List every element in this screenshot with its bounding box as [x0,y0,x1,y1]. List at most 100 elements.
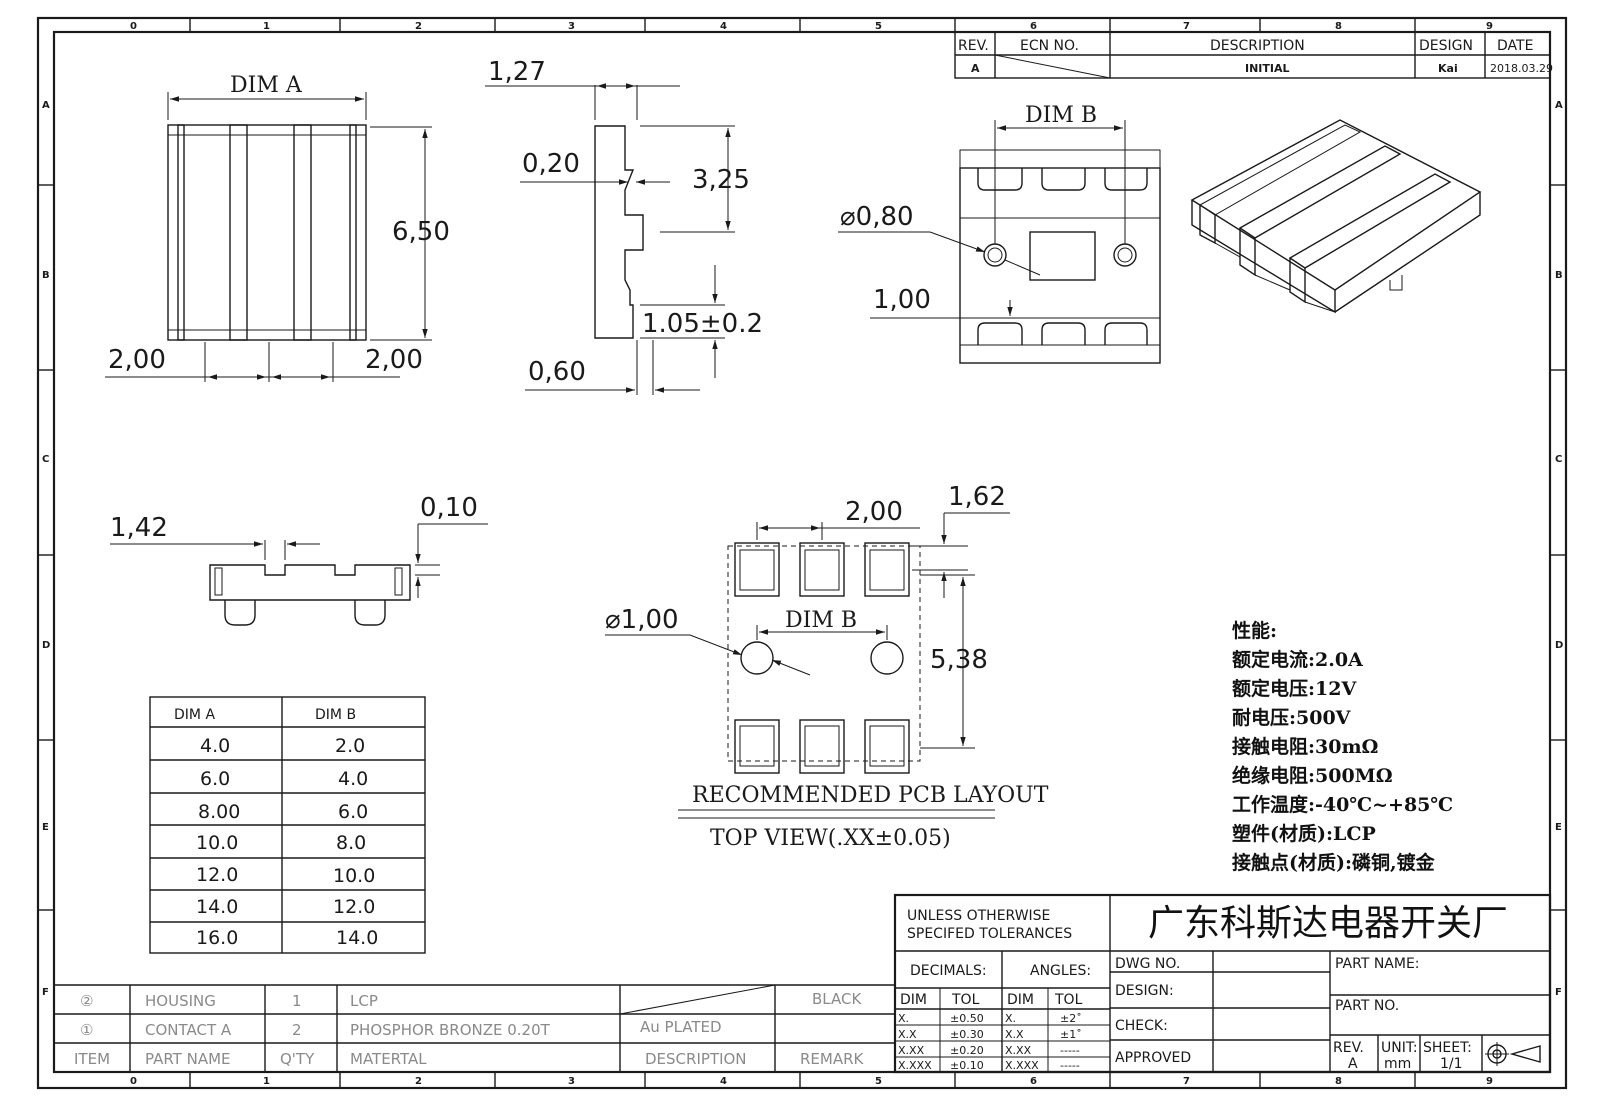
zone-col-2: 2 [415,21,422,32]
bom-qty-1: 2 [292,1021,302,1039]
bom-material-2: LCP [350,992,378,1010]
bom-part-2: HOUSING [145,992,216,1010]
dwg-no-label: DWG NO. [1115,956,1180,972]
dim-dia-0-80: ⌀0,80 [840,202,914,232]
date-header: DATE [1497,38,1533,54]
dim-0-60: 0,60 [528,357,586,387]
bottom-view: DIM B ⌀0,80 1,00 [838,103,1161,364]
dim-1-42: 1,42 [110,513,168,543]
zone-col-0: 0 [130,21,137,32]
tolerance-note-2: SPECIFED TOLERANCES [907,926,1072,942]
angles-dim-header: DIM [1007,992,1034,1008]
spec-line-8: 接触点(材质):磷铜,镀金 [1232,851,1436,874]
dim-table-row-5-a: 12.0 [196,864,238,886]
design-header: DESIGN [1419,38,1473,54]
zone-row-e-right: E [1555,822,1562,833]
bom-part-1: CONTACT A [145,1021,232,1039]
dec-row-2-tol: ±0.30 [950,1028,984,1041]
bom-header-part: PART NAME [145,1050,231,1068]
tolerance-note-1: UNLESS OTHERWISE [907,908,1050,924]
dim-a-label: DIM A [230,73,303,98]
isometric-view [1190,119,1482,314]
dec-row-3-dim: X.XX [898,1044,925,1057]
zone-col-5-bottom: 5 [875,1076,882,1087]
ang-row-3-tol: ----- [1060,1044,1080,1057]
dim-1-00: 1,00 [873,285,931,315]
dim-5-38: 5,38 [930,645,988,675]
specs-block: 性能: 额定电流:2.0A 额定电压:12V 耐电压:500V 接触电阻:30m… [1232,619,1453,874]
dec-row-4-dim: X.XXX [898,1059,932,1072]
dim-table-row-6-a: 14.0 [196,896,238,918]
bom-header-qty: Q'TY [280,1050,315,1068]
dim-2-00-right: 2,00 [365,345,423,375]
description-header: DESCRIPTION [1210,38,1305,54]
zone-col-6-bottom: 6 [1030,1076,1037,1087]
rev-value-tb: A [1348,1056,1358,1072]
part-name-label: PART NAME: [1335,956,1420,972]
bom-material-1: PHOSPHOR BRONZE 0.20T [350,1021,551,1039]
dim-table-header-b: DIM B [315,707,356,723]
bom-header-description: DESCRIPTION [645,1050,747,1068]
zone-col-8: 8 [1335,21,1342,32]
spec-line-3: 耐电压:500V [1232,706,1352,729]
dim-1-62: 1,62 [948,482,1006,512]
dim-table-row-2-a: 6.0 [200,768,230,790]
description-value: INITIAL [1245,62,1290,75]
dim-table-row-3-a: 8.00 [198,801,240,823]
dec-row-2-dim: X.X [898,1028,917,1041]
dim-table-row-7-b: 14.0 [336,927,378,949]
zone-row-a: A [42,100,50,111]
zone-row-c-right: C [1555,454,1562,465]
ang-row-1-tol: ±2˚ [1060,1012,1082,1025]
dim-b-pcb-label: DIM B [785,608,857,633]
angles-tol-header: TOL [1054,992,1083,1008]
dim-0-10: 0,10 [420,493,478,523]
unit-value: mm [1384,1056,1411,1072]
side-view: 1,27 0,20 3,25 1.05±0.2 0,60 [485,57,763,395]
zone-row-e: E [42,822,49,833]
zone-row-f: F [42,987,49,998]
dim-6-50: 6,50 [392,217,450,247]
dim-0-20: 0,20 [522,149,580,179]
zone-col-4: 4 [720,21,727,32]
zone-row-c: C [42,454,49,465]
revision-block: REV. ECN NO. DESCRIPTION DESIGN DATE A I… [954,31,1553,79]
pcb-layout: 2,00 1,62 5,38 DIM B ⌀1,00 RECOMMENDED P… [605,482,1049,851]
dec-row-1-dim: X. [898,1012,909,1025]
ang-row-2-dim: X.X [1005,1028,1024,1041]
bom-header-remark: REMARK [800,1050,865,1068]
zone-col-1-bottom: 1 [263,1076,270,1087]
zone-col-6: 6 [1030,21,1037,32]
specs-title: 性能: [1232,619,1277,642]
spec-line-5: 绝缘电阻:500MΩ [1232,764,1393,787]
bom-header-item: ITEM [74,1050,110,1068]
projection-symbol-icon [1485,1042,1541,1066]
zone-row-b-right: B [1555,270,1563,281]
dim-b-label: DIM B [1025,103,1097,128]
check-label: CHECK: [1115,1018,1168,1034]
zone-col-1: 1 [263,21,270,32]
bom-qty-2: 1 [292,992,302,1010]
rev-label: REV. [1333,1040,1364,1056]
dim-table-row-3-b: 6.0 [338,801,368,823]
title-block: UNLESS OTHERWISE SPECIFED TOLERANCES 广东科… [893,893,1552,1074]
dim-table-row-1-a: 4.0 [200,735,230,757]
front-view: DIM A 6,50 2,00 2,00 [105,73,450,382]
bom-item-1: ① [80,1021,93,1039]
zone-col-5: 5 [875,21,882,32]
ang-row-3-dim: X.XX [1005,1044,1032,1057]
dim-1-27: 1,27 [488,57,546,87]
sheet-label: SHEET: [1423,1040,1472,1056]
ecn-header: ECN NO. [1020,38,1079,54]
spec-line-4: 接触电阻:30mΩ [1232,735,1379,758]
decimals-tol-header: TOL [951,992,980,1008]
dim-table-row-1-b: 2.0 [335,735,365,757]
angles-label: ANGLES: [1030,963,1091,979]
approved-label: APPROVED [1115,1050,1191,1066]
pcb-layout-title: RECOMMENDED PCB LAYOUT [692,783,1049,808]
sheet-value: 1/1 [1440,1056,1463,1072]
dec-row-4-tol: ±0.10 [950,1059,984,1072]
bom-header-material: MATERTAL [350,1050,427,1068]
dim-table-row-4-a: 10.0 [196,832,238,854]
